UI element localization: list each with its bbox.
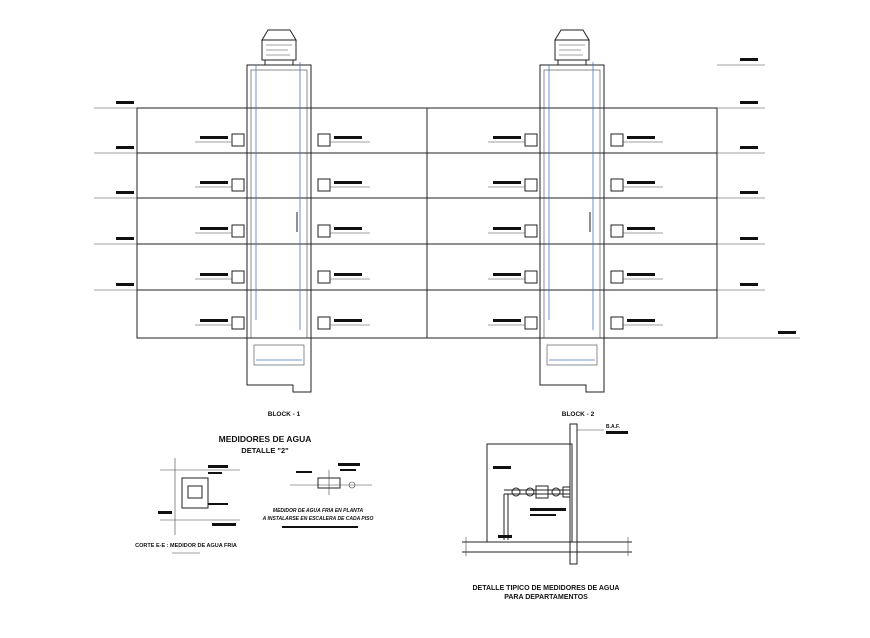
plan-caption-line-1: MEDIDOR DE AGUA FRIA EN PLANTA bbox=[273, 508, 364, 514]
block-1-water-tank bbox=[261, 29, 297, 66]
block-2-outline bbox=[426, 107, 718, 339]
block-2-water-tank bbox=[554, 29, 590, 66]
typical-detail-title-line-1: DETALLE TIPICO DE MEDIDORES DE AGUA bbox=[472, 585, 619, 592]
meter-assembly bbox=[503, 485, 571, 540]
riser-pipe bbox=[569, 423, 578, 565]
block-2-label: BLOCK - 2 bbox=[562, 411, 595, 418]
plan-caption-line-2: A INSTALARSE EN ESCALERA DE CADA PISO bbox=[262, 516, 374, 522]
meter-section-e-e bbox=[158, 458, 240, 535]
meter-plan-view bbox=[290, 463, 372, 495]
block-1-meters bbox=[195, 133, 370, 330]
block-1-level-markers bbox=[94, 101, 137, 291]
block-1-cistern bbox=[246, 337, 312, 393]
block-2-elevation: BLOCK - 2 bbox=[426, 29, 800, 418]
pipe-tag: B.A.F. bbox=[606, 424, 621, 430]
block-1-outline bbox=[136, 107, 428, 339]
block-2-stair-core bbox=[539, 64, 605, 339]
meter-detail-subtitle: DETALLE "2" bbox=[241, 446, 289, 455]
block-1-elevation: BLOCK - 1 bbox=[94, 29, 428, 418]
block-2-cistern bbox=[539, 337, 605, 393]
block-1-stair-core bbox=[246, 64, 312, 339]
wall-outline bbox=[486, 443, 573, 543]
block-2-level-markers bbox=[717, 58, 800, 339]
typical-detail-title-line-2: PARA DEPARTAMENTOS bbox=[504, 594, 588, 601]
typical-meter-detail: B.A.F. DETALLE TIPICO DE MEDIDORES DE AG… bbox=[462, 423, 632, 601]
meter-detail-title: MEDIDORES DE AGUA bbox=[219, 434, 312, 444]
block-2-meters bbox=[488, 133, 663, 330]
meter-detail-2: MEDIDORES DE AGUA DETALLE "2" CORTE E-E … bbox=[135, 434, 374, 554]
block-1-label: BLOCK - 1 bbox=[268, 411, 301, 418]
section-caption: CORTE E-E : MEDIDOR DE AGUA FRIA bbox=[135, 543, 237, 549]
